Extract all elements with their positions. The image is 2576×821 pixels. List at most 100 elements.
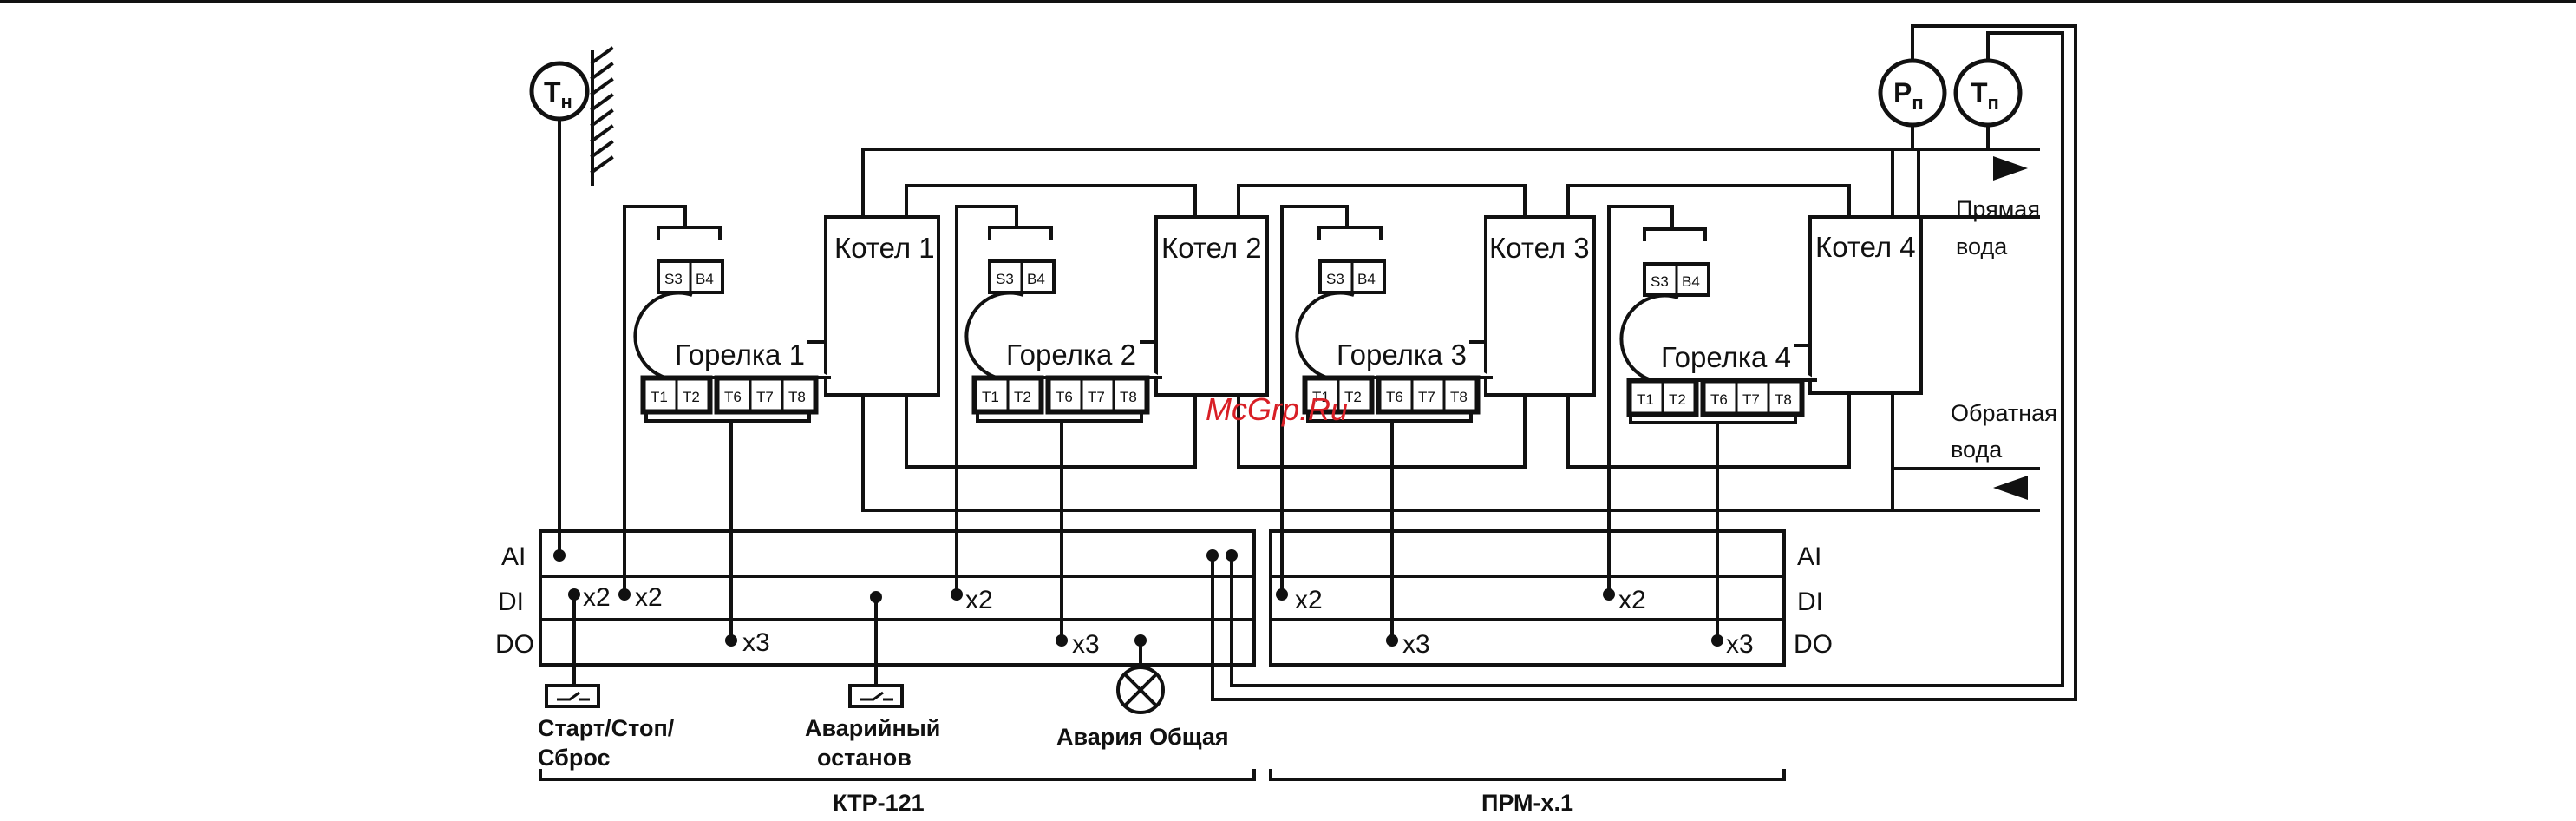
supply-pipe	[861, 111, 2040, 219]
burner-label: Горелка 4	[1661, 341, 1791, 373]
channel-label: x2	[1618, 586, 1646, 614]
terminal-t8: T8	[1450, 389, 1468, 405]
estop-label: Аварийный	[805, 715, 940, 741]
terminal-s3: S3	[1326, 271, 1344, 287]
terminal-t6: T6	[724, 389, 742, 405]
wall-hatch	[590, 46, 614, 186]
return-label-2: вода	[1951, 437, 2003, 463]
svg-text:Тп: Тп	[1971, 77, 1999, 114]
terminal-t7: T7	[1088, 389, 1105, 405]
s3-b4-terminals: S3 B4	[1643, 262, 1710, 297]
supply-label: Прямая	[1956, 196, 2040, 222]
terminal-t1: T1	[1312, 389, 1330, 405]
terminal-b4: B4	[696, 271, 714, 287]
terminal-t2: T2	[683, 389, 700, 405]
svg-text:Котел 2: Котел 2	[1161, 232, 1262, 264]
terminal-b4: B4	[1027, 271, 1045, 287]
boiler-3: Котел 3	[1484, 215, 1596, 397]
svg-text:Котел 1: Котел 1	[834, 232, 935, 264]
burner-label: Горелка 3	[1337, 338, 1467, 371]
terminal-t2: T2	[1344, 389, 1362, 405]
terminal-t6: T6	[1056, 389, 1073, 405]
module-row-ai: AI	[1797, 542, 1821, 571]
channel-label: x2	[1295, 586, 1323, 614]
return-pipe	[861, 393, 2040, 512]
controller-name: КТР-121	[833, 790, 925, 816]
return-label: Обратная	[1951, 400, 2057, 426]
terminal-s3: S3	[664, 271, 683, 287]
module-row-do: DO	[1794, 630, 1833, 659]
outdoor-temp-sensor: Тн	[529, 61, 590, 122]
start-stop-switch-icon	[545, 684, 600, 708]
terminal-t1: T1	[982, 389, 999, 405]
controller-ktr121	[539, 529, 1256, 667]
channel-label: x3	[1402, 630, 1430, 659]
t-terminals: T1 T2 T6 T7 T8	[1302, 375, 1481, 415]
svg-text:Котел 3: Котел 3	[1489, 232, 1590, 264]
boiler-4: Котел 4	[1808, 215, 1923, 395]
watermark-logo: McGrp.Ru	[1206, 391, 1348, 427]
terminal-s3: S3	[996, 271, 1014, 287]
terminal-t6: T6	[1386, 389, 1403, 405]
s3-b4-terminals: S3 B4	[988, 259, 1056, 294]
burner-label: Горелка 1	[675, 338, 805, 371]
alarm-lamp-icon	[1116, 666, 1165, 714]
junction-dots	[553, 549, 1723, 647]
terminal-s3: S3	[1651, 273, 1669, 290]
channel-label: x3	[742, 628, 770, 657]
s3-b4-terminals: S3 B4	[657, 259, 724, 294]
channel-label: x3	[1726, 630, 1754, 659]
terminal-t8: T8	[1775, 391, 1792, 408]
terminal-t2: T2	[1669, 391, 1686, 408]
controller-row-ai: AI	[501, 542, 526, 571]
boiler-2: Котел 2	[1154, 215, 1269, 397]
module-prm	[1269, 529, 1786, 667]
terminal-t2: T2	[1014, 389, 1031, 405]
terminal-t1: T1	[651, 389, 668, 405]
boiler-1: Котел 1	[824, 215, 940, 397]
start-stop-label: Старт/Стоп/	[538, 715, 675, 741]
burner-4-wires	[1607, 205, 1812, 642]
supply-temp-sensor: Тп	[1953, 58, 2023, 128]
t-terminals: T1 T2 T6 T7 T8	[640, 375, 819, 415]
supply-pressure-sensor: Рп	[1878, 58, 1947, 128]
estop-label-2: останов	[817, 745, 912, 771]
terminal-t7: T7	[1418, 389, 1435, 405]
terminal-t1: T1	[1637, 391, 1654, 408]
burner-3-wires	[1280, 205, 1487, 642]
controller-row-di: DI	[498, 588, 524, 616]
module-name: ПРМ-х.1	[1481, 790, 1573, 816]
terminal-t7: T7	[756, 389, 774, 405]
svg-text:Рп: Рп	[1893, 77, 1924, 114]
terminal-t8: T8	[788, 389, 806, 405]
alarm-label: Авария Общая	[1056, 724, 1229, 750]
supply-arrow-icon	[1993, 156, 2028, 181]
t-terminals: T1 T2 T6 T7 T8	[971, 375, 1150, 415]
terminal-b4: B4	[1682, 273, 1700, 290]
terminal-b4: B4	[1357, 271, 1376, 287]
return-arrow-icon	[1993, 476, 2028, 500]
channel-label: x2	[635, 583, 663, 612]
channel-label: x2	[965, 586, 993, 614]
burner-label: Горелка 2	[1006, 338, 1136, 371]
t-terminals: T1 T2 T6 T7 T8	[1626, 378, 1805, 417]
start-stop-label-2: Сброс	[538, 745, 610, 771]
svg-text:Котел 4: Котел 4	[1815, 231, 1916, 263]
s3-b4-terminals: S3 B4	[1318, 259, 1386, 294]
emergency-stop-switch-icon	[848, 684, 904, 708]
channel-label: x3	[1072, 630, 1100, 659]
module-row-di: DI	[1797, 588, 1823, 616]
terminal-t6: T6	[1710, 391, 1728, 408]
terminal-t8: T8	[1120, 389, 1137, 405]
terminal-t7: T7	[1742, 391, 1760, 408]
svg-text:Тн: Тн	[544, 76, 572, 113]
channel-label: x2	[583, 583, 611, 612]
controller-row-do: DO	[495, 630, 534, 659]
burner-1-wires	[623, 205, 827, 642]
